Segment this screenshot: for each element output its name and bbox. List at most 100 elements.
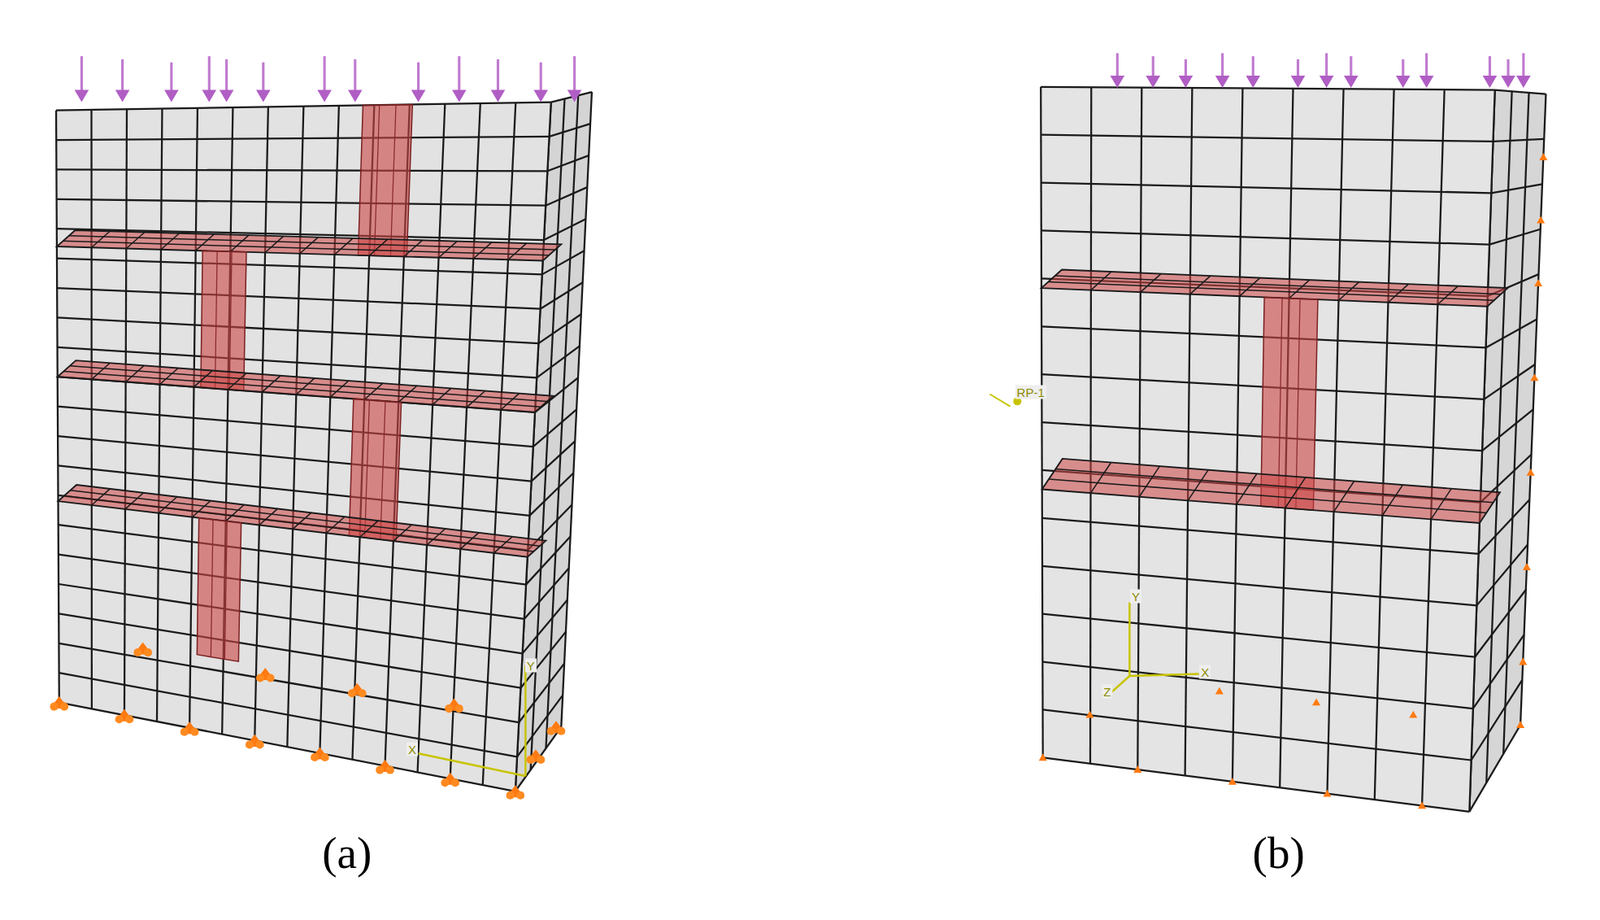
mesh-line — [292, 512, 312, 529]
mesh-line — [59, 672, 518, 757]
mesh-line — [393, 524, 413, 541]
mesh-line — [56, 317, 539, 344]
load-arrowhead — [567, 90, 583, 103]
load-arrowhead — [1516, 75, 1531, 88]
mesh-line — [1495, 90, 1547, 95]
mesh-line — [1469, 724, 1521, 812]
mesh-line — [215, 251, 218, 389]
load-arrowhead — [411, 90, 427, 103]
mesh-line — [1473, 634, 1525, 709]
mesh-line — [326, 516, 345, 533]
support-symbol — [256, 673, 265, 682]
mesh-line — [330, 380, 349, 397]
mesh-line — [540, 282, 583, 309]
model-a — [50, 56, 592, 800]
mesh-line — [62, 240, 549, 255]
load-arrowhead — [347, 90, 363, 103]
mesh-line — [1091, 461, 1112, 493]
mesh-line — [226, 504, 245, 522]
support-symbol — [556, 726, 566, 735]
mesh-line — [1339, 282, 1360, 301]
load-arrowhead — [533, 90, 548, 103]
panel-label: (b) — [1252, 826, 1305, 879]
panel-label: (a) — [321, 826, 372, 879]
support-symbol — [143, 647, 153, 657]
support-symbol — [455, 704, 464, 713]
load-arrow — [323, 56, 327, 92]
load-arrowhead — [1145, 75, 1161, 88]
load-arrowhead — [202, 90, 218, 103]
support-symbol — [1228, 777, 1237, 785]
mesh-line — [1042, 661, 1473, 709]
support-symbol — [1039, 752, 1048, 761]
support-symbol — [255, 739, 264, 748]
load-arrow — [1425, 52, 1428, 78]
reference-point — [989, 394, 1010, 407]
mesh-line — [520, 631, 566, 688]
support-symbol — [1312, 698, 1321, 706]
mesh-line — [1042, 613, 1475, 657]
mesh-line — [91, 362, 111, 379]
axis-triad — [1128, 602, 1131, 676]
mesh-line — [536, 345, 580, 378]
mesh-line — [1043, 708, 1472, 760]
load-arrowhead — [1291, 75, 1306, 88]
load-arrow — [169, 62, 173, 92]
load-arrowhead — [1500, 75, 1516, 88]
axis-triad — [1129, 673, 1199, 676]
load-arrow — [80, 56, 83, 92]
mesh-line — [524, 568, 570, 619]
mesh-line — [473, 242, 492, 259]
mesh-line — [1055, 275, 1501, 295]
load-arrow — [1349, 56, 1353, 78]
mesh-line — [125, 492, 144, 509]
support-symbol — [245, 739, 254, 748]
mesh-line — [426, 528, 446, 545]
support-symbol — [358, 688, 367, 697]
interior-wall — [358, 104, 414, 257]
support-symbol — [266, 673, 275, 682]
support-symbol — [1522, 562, 1531, 570]
mesh-line — [210, 519, 214, 657]
mesh-line — [1040, 134, 1493, 142]
mesh-line — [229, 251, 232, 390]
support-symbol — [1516, 720, 1525, 728]
load-arrowhead — [1319, 75, 1335, 88]
mesh-line — [1430, 488, 1452, 520]
mesh-line — [1471, 679, 1523, 761]
mesh-line — [1382, 484, 1403, 516]
mesh-line — [390, 104, 396, 257]
mesh-line — [1042, 565, 1477, 606]
mesh-line — [334, 238, 353, 255]
support-symbol — [190, 727, 199, 736]
mesh-line — [126, 365, 145, 382]
mesh-line — [191, 500, 211, 518]
load-arrowhead — [317, 90, 332, 103]
mesh-line — [533, 408, 577, 447]
mesh-line — [1187, 469, 1209, 501]
mesh-line — [56, 287, 540, 309]
mesh-line — [1139, 465, 1160, 497]
mesh-line — [160, 367, 179, 384]
mesh-line — [538, 313, 581, 344]
mesh-line — [500, 393, 520, 410]
load-arrow — [121, 59, 124, 92]
load-arrowhead — [1482, 75, 1498, 88]
mesh-line — [460, 532, 479, 549]
mesh-line — [58, 554, 525, 619]
load-arrow — [1221, 52, 1224, 78]
mesh-line — [58, 583, 523, 653]
mesh-line — [195, 234, 215, 251]
support-symbol — [125, 714, 134, 723]
load-arrowhead — [1110, 75, 1126, 88]
support-symbol — [547, 726, 556, 735]
mesh-line — [158, 496, 178, 514]
support-symbol — [321, 752, 330, 761]
mesh-line — [1334, 480, 1355, 512]
support-symbol — [1536, 216, 1545, 224]
mesh-line — [57, 406, 534, 448]
load-arrowhead — [1215, 75, 1231, 88]
mesh-line — [69, 235, 556, 250]
load-arrow — [1325, 52, 1328, 78]
